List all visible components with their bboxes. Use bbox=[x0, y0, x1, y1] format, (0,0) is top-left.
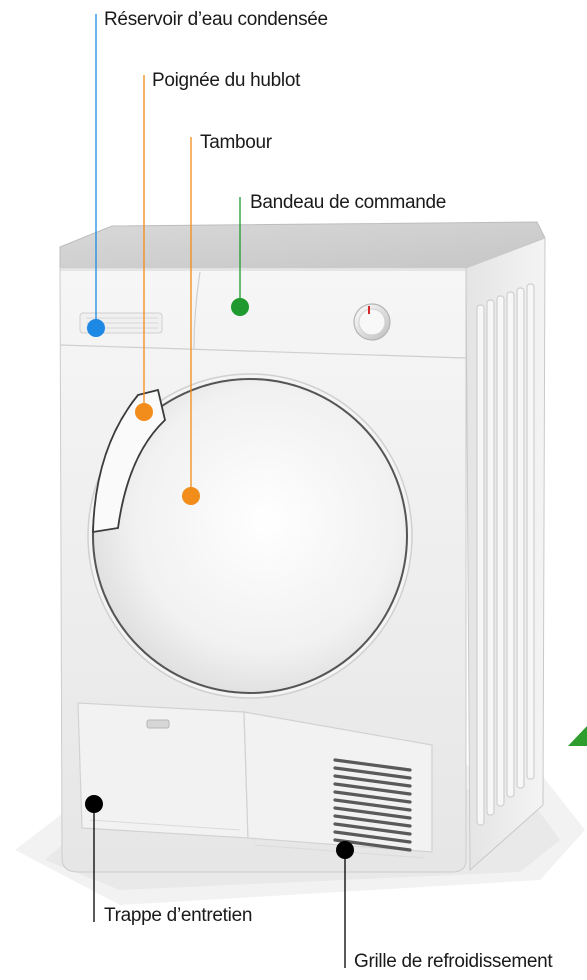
label-grille: Grille de refroidissement bbox=[354, 951, 552, 973]
dryer-top bbox=[60, 222, 545, 268]
label-tambour: Tambour bbox=[200, 132, 272, 154]
callout-dot-poignee bbox=[135, 403, 153, 421]
program-knob bbox=[354, 304, 390, 340]
callout-dot-trappe bbox=[85, 795, 103, 813]
callout-dot-reservoir bbox=[87, 319, 105, 337]
callout-dot-tambour bbox=[182, 487, 200, 505]
label-reservoir: Réservoir d’eau condensée bbox=[104, 9, 328, 31]
corner-mark bbox=[568, 726, 587, 746]
label-poignee: Poignée du hublot bbox=[152, 70, 300, 92]
callout-dot-grille bbox=[336, 841, 354, 859]
label-trappe: Trappe d’entretien bbox=[104, 905, 252, 927]
dryer-side-panel bbox=[466, 238, 545, 870]
label-bandeau: Bandeau de commande bbox=[250, 192, 446, 214]
maintenance-hatch bbox=[78, 703, 248, 838]
callout-dot-bandeau bbox=[231, 298, 249, 316]
